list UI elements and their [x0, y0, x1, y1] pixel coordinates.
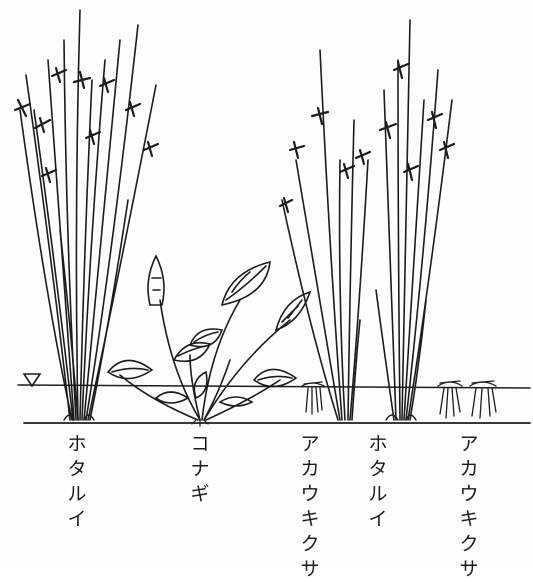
- akaukikusa-right-2: [470, 381, 496, 418]
- akaukikusa-right-1: [438, 381, 462, 418]
- label-konagi: コナギ: [187, 432, 213, 507]
- plant-illustration: ホタルイ コナギ アカウキクサ ホタルイ アカウキクサ: [0, 0, 533, 569]
- water-level-symbol: [24, 374, 40, 386]
- hotarui-left-clump: [15, 10, 158, 420]
- hotarui-right-clump-a: [280, 50, 370, 420]
- label-hotarui-left: ホタルイ: [64, 432, 90, 532]
- label-akaukikusa-right: アカウキクサ: [456, 432, 482, 582]
- hotarui-right-clump-b: [376, 20, 454, 420]
- konagi-plant: [108, 256, 310, 426]
- label-akaukikusa-mid: アカウキクサ: [297, 432, 323, 582]
- label-hotarui-right: ホタルイ: [365, 432, 391, 532]
